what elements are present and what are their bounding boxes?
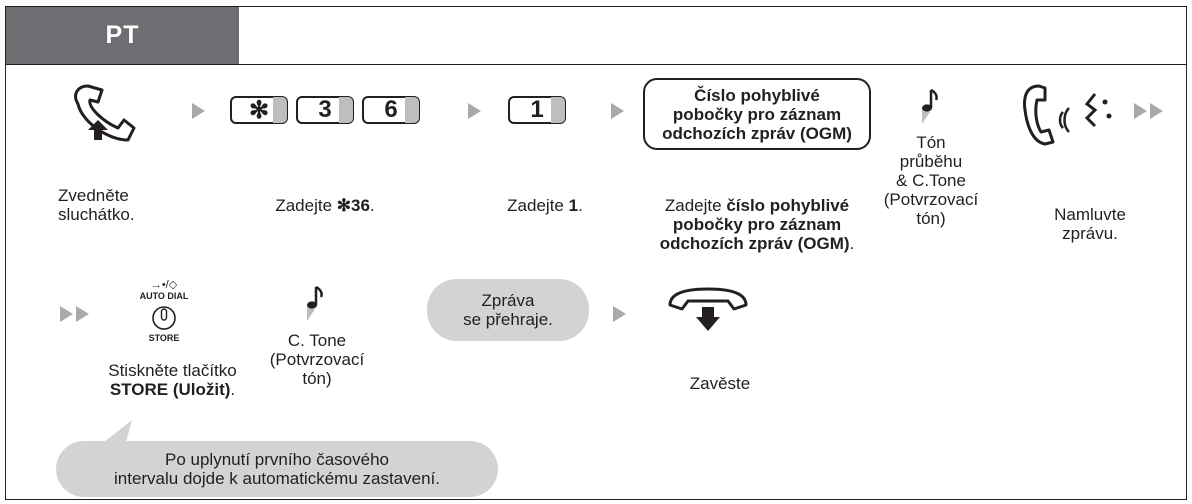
key-3: 3 [296, 96, 354, 124]
music-note-icon-2 [307, 285, 323, 321]
arrow-2 [468, 103, 481, 119]
step1-caption-line2: sluchátko. [58, 205, 135, 224]
ctone-caption: C. Tone (Potvrzovací tón) [269, 331, 365, 388]
procedure-frame: PT [5, 6, 1187, 500]
step1-caption: Zvedněte sluchátko. [58, 186, 135, 224]
pt-tab-label: PT [105, 21, 140, 49]
music-note-icon [922, 88, 938, 124]
step1-caption-line1: Zvedněte [58, 186, 129, 205]
step4-caption: Zadejte číslo pohyblivé pobočky pro zázn… [659, 196, 855, 253]
store-button-label-bottom: STORE [148, 333, 180, 343]
off-hook-handset-icon [74, 84, 136, 142]
tone-caption: Tón průběhu & C.Tone (Potvrzovací tón) [883, 133, 979, 228]
step3-caption: Zadejte 1. [507, 196, 583, 215]
arrow-4a [1134, 103, 1147, 119]
arrow-4b [1150, 103, 1163, 119]
store-button-symbols: →•/◇ [150, 279, 178, 291]
hang-up-handset-icon [668, 287, 748, 331]
store-button-label-top: AUTO DIAL [139, 291, 189, 301]
hangup-caption: Zavěste [689, 374, 751, 393]
step2-caption: Zadejte ✻36. [275, 196, 375, 215]
pt-tab: PT [6, 7, 239, 64]
speaking-handset-icon [1023, 84, 1112, 146]
auto-stop-note-bubble: Po uplynutí prvního časového intervalu d… [56, 441, 498, 497]
header-bar: PT [6, 7, 1186, 65]
store-caption: Stiskněte tlačítko STORE (Uložit). [108, 361, 237, 399]
arrow-5b [76, 306, 89, 322]
key-6: 6 [362, 96, 420, 124]
playback-bubble: Zpráva se přehraje. [427, 279, 589, 341]
speak-caption: Namluvte zprávu. [1054, 205, 1126, 243]
arrow-1 [192, 103, 205, 119]
key-1: 1 [508, 96, 566, 124]
key-star: ✻ [230, 96, 288, 124]
arrow-3 [611, 103, 624, 119]
arrow-6 [613, 306, 626, 322]
store-button-icon [152, 306, 176, 330]
arrow-5a [60, 306, 73, 322]
extension-number-box: Číslo pohyblivé pobočky pro záznam odcho… [643, 78, 871, 150]
store-button-graphic: →•/◇ AUTO DIAL STORE [134, 279, 194, 344]
